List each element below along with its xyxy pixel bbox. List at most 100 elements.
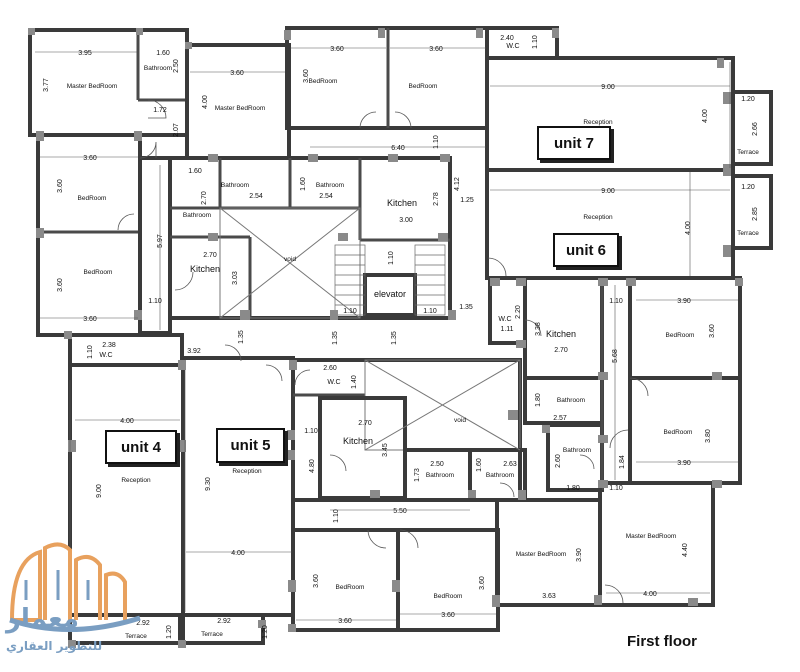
unit-6-label: unit 6 (553, 233, 619, 267)
dim: 2.38 (102, 342, 116, 349)
room-label-wc-5: W.C (327, 379, 340, 386)
walls (28, 26, 773, 645)
dim: 1.10 (433, 135, 440, 149)
room-labels: Master BedRoom Bathroom Master BedRoom B… (67, 43, 760, 640)
dimension-lines (35, 47, 738, 621)
dim: 3.60 (441, 612, 455, 619)
dim: 3.03 (232, 271, 239, 285)
room-label-bed-top2: BedRoom (409, 83, 438, 90)
dim: 1.35 (332, 331, 339, 345)
dim: 9.00 (601, 84, 615, 91)
room-label-terrace6: Terrace (737, 230, 759, 237)
dim: 9.00 (601, 188, 615, 195)
room-label-master2: Master BedRoom (215, 105, 266, 112)
dim: 1.20 (166, 625, 173, 639)
dim: 1.20 (741, 184, 755, 191)
room-label-master1: Master BedRoom (67, 83, 118, 90)
room-label-kitchen5: Kitchen (343, 436, 373, 446)
dim: 2.60 (323, 365, 337, 372)
dim: 3.60 (230, 70, 244, 77)
dim: 9.00 (96, 484, 103, 498)
dim: 4.00 (685, 221, 692, 235)
dim: 1.60 (188, 168, 202, 175)
room-label-reception6: Reception (583, 214, 613, 221)
dim: 3.95 (78, 50, 92, 57)
dim: 3.60 (479, 576, 486, 590)
dim: 1.80 (566, 485, 580, 492)
room-label-bed-top1: BedRoom (309, 78, 338, 85)
dim: 2.63 (503, 461, 517, 468)
room-label-bath6b: Bathroom (563, 447, 591, 454)
logo-graphic (9, 542, 141, 632)
dim: 3.60 (330, 46, 344, 53)
room-label-bath1: Bathroom (144, 65, 172, 72)
dim: 4.00 (702, 109, 709, 123)
room-label-kitchen6: Kitchen (546, 329, 576, 339)
room-label-wc-6: W.C (498, 316, 511, 323)
dim: 2.50 (173, 59, 180, 73)
unit-7-label: unit 7 (537, 126, 611, 160)
dim: 5.50 (393, 508, 407, 515)
dim: 4.00 (120, 418, 134, 425)
dim: 2.54 (249, 193, 263, 200)
room-label-terrace7: Terrace (737, 149, 759, 156)
room-label-bath-b: Bathroom (221, 182, 249, 189)
room-label-bath5a: Bathroom (426, 472, 454, 479)
dim: 3.92 (187, 348, 201, 355)
room-label-bed-l2: BedRoom (84, 269, 113, 276)
dim: 2.70 (203, 252, 217, 259)
doors (117, 99, 649, 604)
dim: 4.12 (454, 177, 461, 191)
dim: 1.10 (148, 298, 162, 305)
room-label-bed6a: BedRoom (666, 332, 695, 339)
room-label-bed-l1: BedRoom (78, 195, 107, 202)
dim: 1.10 (343, 308, 357, 315)
columns (28, 28, 743, 648)
dim: 4.00 (231, 550, 245, 557)
dim: 1.80 (535, 393, 542, 407)
dim: 1.84 (619, 455, 626, 469)
dim: 1.10 (388, 251, 395, 265)
unit-4-label: unit 4 (105, 430, 177, 464)
room-label-wc-top: W.C (506, 43, 519, 50)
dim: 2.40 (500, 35, 514, 42)
room-label-elevator: elevator (374, 289, 406, 299)
dim: 2.54 (319, 193, 333, 200)
dim: 1.72 (153, 107, 167, 114)
dim: 1.10 (333, 509, 340, 523)
dim: 3.60 (83, 316, 97, 323)
dim: 1.73 (414, 468, 421, 482)
room-label-bed6b: BedRoom (664, 429, 693, 436)
dim: 1.35 (459, 304, 473, 311)
room-label-kitchen-l: Kitchen (190, 264, 220, 274)
dim: 5.97 (157, 234, 164, 248)
dim: 1.10 (304, 428, 318, 435)
dim: 4.00 (202, 95, 209, 109)
room-label-master4: Master BedRoom (626, 533, 677, 540)
dim: 1.35 (391, 331, 398, 345)
dim: 1.20 (262, 625, 269, 639)
stairs (334, 244, 446, 316)
dim: 3.77 (43, 78, 50, 92)
dim: 2.85 (752, 207, 759, 221)
dim: 3.63 (542, 593, 556, 600)
logo-text: معمار للتطوير العقاري (6, 604, 102, 654)
floor-title: First floor (627, 633, 697, 650)
dim: 3.60 (83, 155, 97, 162)
dim: 2.07 (173, 123, 180, 137)
dim: 2.70 (554, 347, 568, 354)
dim: 2.70 (201, 191, 208, 205)
dim: 1.10 (532, 35, 539, 49)
dim: 2.20 (515, 305, 522, 319)
dim: 3.60 (57, 179, 64, 193)
room-label-bed5a: BedRoom (336, 584, 365, 591)
dim: 2.92 (136, 620, 150, 627)
dim: 3.60 (338, 618, 352, 625)
dimension-texts: 3.95 1.60 2.50 3.77 1.72 2.07 3.60 4.00 … (43, 35, 759, 639)
dim: 1.10 (609, 485, 623, 492)
room-label-reception4: Reception (121, 477, 151, 484)
dim: 3.90 (677, 460, 691, 467)
dim: 5.68 (612, 349, 619, 363)
unit-5-label: unit 5 (216, 428, 285, 463)
